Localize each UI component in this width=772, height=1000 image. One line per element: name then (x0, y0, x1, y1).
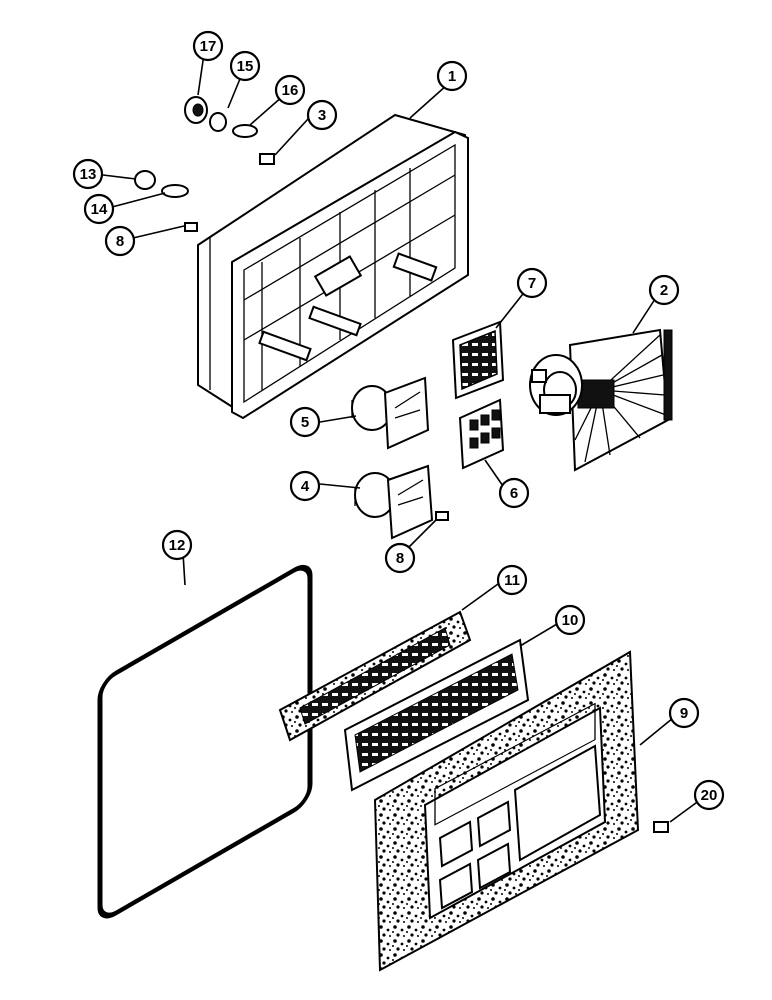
knob-part-15 (209, 112, 227, 132)
callout-circle (306, 99, 338, 131)
screw-part-8a (184, 222, 198, 232)
callout-number: 13 (80, 166, 97, 183)
callout-c1: 1 (436, 60, 468, 92)
callout-c4: 4 (289, 470, 321, 502)
housing-part-1 (197, 113, 469, 420)
callout-c16: 16 (274, 74, 306, 106)
callout-number: 7 (528, 275, 536, 292)
callout-c12: 12 (161, 529, 193, 561)
callout-c6: 6 (498, 477, 530, 509)
callout-number: 9 (680, 705, 688, 722)
callout-number: 17 (200, 38, 217, 55)
callout-c10: 10 (554, 604, 586, 636)
lamp-part-13 (134, 170, 156, 190)
callout-c9: 9 (668, 697, 700, 729)
callout-number: 12 (169, 537, 186, 554)
gauge-part-4 (354, 464, 434, 540)
callout-c5: 5 (289, 406, 321, 438)
clip-part-16 (232, 124, 258, 138)
callout-circle (83, 193, 115, 225)
callout-c3: 3 (306, 99, 338, 131)
grille-part-7 (451, 320, 505, 400)
clip-part-14 (161, 184, 189, 198)
callout-circle (496, 564, 528, 596)
callout-c15: 15 (229, 50, 261, 82)
callout-number: 11 (504, 572, 520, 589)
callout-circle (289, 470, 321, 502)
callout-number: 3 (318, 107, 326, 124)
callout-circle (274, 74, 306, 106)
callout-c14: 14 (83, 193, 115, 225)
callout-number: 8 (116, 233, 124, 250)
callout-number: 20 (701, 787, 718, 804)
callout-circle (668, 697, 700, 729)
callout-circle (693, 779, 725, 811)
hardware-parts (134, 96, 669, 833)
callout-circle (554, 604, 586, 636)
callout-circle (648, 274, 680, 306)
callout-circle (192, 30, 224, 62)
callout-circle (229, 50, 261, 82)
callout-c7: 7 (516, 267, 548, 299)
callout-number: 5 (301, 414, 309, 431)
callout-number: 6 (510, 485, 518, 502)
callout-c20: 20 (693, 779, 725, 811)
callout-circle (516, 267, 548, 299)
callout-number: 14 (91, 201, 108, 218)
callout-circle (436, 60, 468, 92)
callout-number: 2 (660, 282, 668, 299)
callout-c2: 2 (648, 274, 680, 306)
switch-plate-part-6 (458, 398, 505, 470)
meter-dial-part-2 (529, 328, 673, 472)
callout-circle (498, 477, 530, 509)
screw-part-8b (435, 511, 449, 521)
callout-circle (384, 542, 416, 574)
callout-number: 16 (282, 82, 299, 99)
screw-part-3 (259, 153, 275, 165)
callout-c8b: 8 (384, 542, 416, 574)
callout-number: 15 (237, 58, 254, 75)
callout-circle (289, 406, 321, 438)
screw-part-20 (653, 821, 669, 833)
callout-circle (72, 158, 104, 190)
callout-number: 8 (396, 550, 404, 567)
gauge-part-5 (351, 376, 430, 450)
callout-number: 1 (448, 68, 456, 85)
callout-c13: 13 (72, 158, 104, 190)
callout-c8a: 8 (104, 225, 136, 257)
gasket-part-12 (97, 564, 313, 919)
callout-circle (104, 225, 136, 257)
callout-circle (161, 529, 193, 561)
leader-lines (102, 53, 701, 823)
callout-number: 10 (562, 612, 579, 629)
callout-c11: 11 (496, 564, 528, 596)
front-panel-part-9 (373, 650, 640, 972)
callout-c17: 17 (192, 30, 224, 62)
callout-number: 4 (301, 478, 310, 495)
